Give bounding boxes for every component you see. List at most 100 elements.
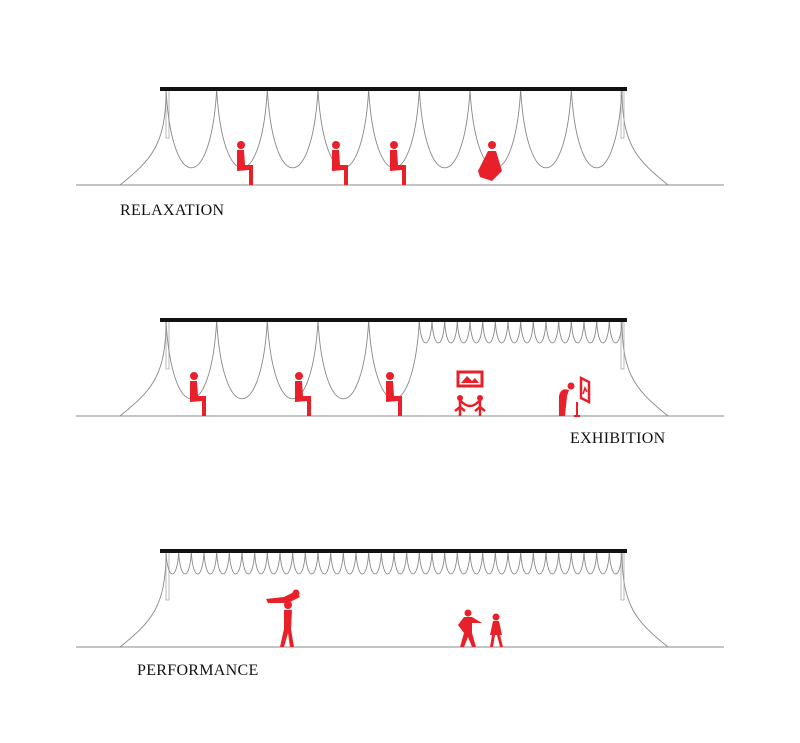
hammock-loop xyxy=(494,551,509,575)
hammock-loop xyxy=(444,320,458,344)
hammock-loop xyxy=(558,320,572,344)
hammock-loop xyxy=(266,551,281,575)
hammock-loop xyxy=(178,551,192,575)
roof-beam xyxy=(160,318,627,322)
label-relaxation: RELAXATION xyxy=(120,202,225,219)
hammock-loop xyxy=(418,89,471,169)
hammock-loop xyxy=(558,551,572,575)
hammock-loop xyxy=(608,551,623,575)
side-cable-right xyxy=(621,320,669,417)
hammock-loop xyxy=(203,551,218,575)
hammock-loop xyxy=(570,551,585,575)
label-exhibition: EXHIBITION xyxy=(570,430,666,447)
painting xyxy=(582,386,588,395)
hammock-loop xyxy=(393,551,408,575)
hammock-loop xyxy=(342,551,357,575)
hammock-loop xyxy=(317,89,370,169)
hammock-loop xyxy=(317,551,332,575)
panel-performance xyxy=(76,549,724,648)
figure-head xyxy=(295,372,303,380)
hammock-loop xyxy=(368,320,420,400)
hammock-loop xyxy=(368,551,382,575)
figure-head xyxy=(464,609,472,617)
hammock-loop xyxy=(545,551,560,575)
figure-body xyxy=(390,150,406,185)
figure-body xyxy=(295,381,311,416)
hammock-loop xyxy=(520,551,534,575)
roof-beam xyxy=(160,87,627,91)
figure-head xyxy=(488,141,496,149)
figure-body xyxy=(332,150,348,185)
figure-head xyxy=(390,141,398,149)
hammock-loop xyxy=(545,320,560,344)
hammock-loop xyxy=(431,551,446,575)
side-cable-left xyxy=(119,320,167,417)
hammock-loop xyxy=(520,320,534,344)
hammock-loop xyxy=(570,89,623,169)
figure-head xyxy=(292,589,300,597)
dancer-female xyxy=(490,621,503,647)
hammock-loop xyxy=(596,320,610,344)
figure-head xyxy=(386,372,394,380)
post xyxy=(454,400,466,416)
hammock-loop xyxy=(241,551,256,575)
dancer-male xyxy=(280,610,294,647)
hammock-loop xyxy=(482,551,496,575)
hammock-loop xyxy=(507,320,522,344)
hammock-loop xyxy=(532,320,547,344)
panel-exhibition xyxy=(76,318,724,417)
hammock-loop xyxy=(304,551,319,575)
hammock-loop xyxy=(165,89,218,169)
easel-canvas xyxy=(579,375,591,405)
hammock-loop xyxy=(482,320,496,344)
hammock-loop xyxy=(266,320,319,400)
hammock-loop xyxy=(292,551,306,575)
hammock-loop xyxy=(520,89,572,169)
hammock-loop xyxy=(228,551,243,575)
post-top xyxy=(477,395,483,401)
side-cable-left xyxy=(119,89,167,186)
roof-beam xyxy=(160,549,627,553)
figure-body xyxy=(478,151,502,181)
figure-body xyxy=(386,381,402,416)
hammock-loop xyxy=(330,551,344,575)
hammock-loop xyxy=(494,320,509,344)
hammock-loop xyxy=(469,551,484,575)
hammock-loop xyxy=(456,551,471,575)
figure-head xyxy=(492,613,500,621)
hammock-loop xyxy=(266,89,319,169)
hammock-loop xyxy=(406,551,420,575)
figure-head xyxy=(190,372,198,380)
figure-head xyxy=(567,382,575,390)
side-cable-right xyxy=(621,551,669,648)
hammock-loop xyxy=(608,320,623,344)
hammock-loop xyxy=(469,320,484,344)
dancer-female-lifted xyxy=(266,591,300,603)
hammock-loop xyxy=(254,551,268,575)
hammock-loop xyxy=(431,320,446,344)
figure-body xyxy=(559,389,569,416)
hammock-loop xyxy=(355,551,370,575)
hammock-loop xyxy=(570,320,585,344)
hammock-loop xyxy=(418,320,433,344)
figure-body xyxy=(237,150,253,185)
picture-icon xyxy=(461,376,479,383)
hammock-loop xyxy=(380,551,395,575)
hammock-loop xyxy=(165,551,180,575)
picture-frame xyxy=(456,370,484,388)
easel-stand xyxy=(574,402,580,417)
hammock-loop xyxy=(507,551,522,575)
figure-head xyxy=(332,141,340,149)
figure-head xyxy=(237,141,245,149)
dancer-male xyxy=(458,617,482,647)
rope xyxy=(459,399,481,408)
hammock-loop xyxy=(583,551,598,575)
panel-relaxation xyxy=(76,87,724,186)
hammock-loop xyxy=(444,551,458,575)
hammock-loop xyxy=(456,320,471,344)
hammock-loop xyxy=(583,320,598,344)
post xyxy=(474,400,486,416)
hammock-loop xyxy=(216,320,268,400)
